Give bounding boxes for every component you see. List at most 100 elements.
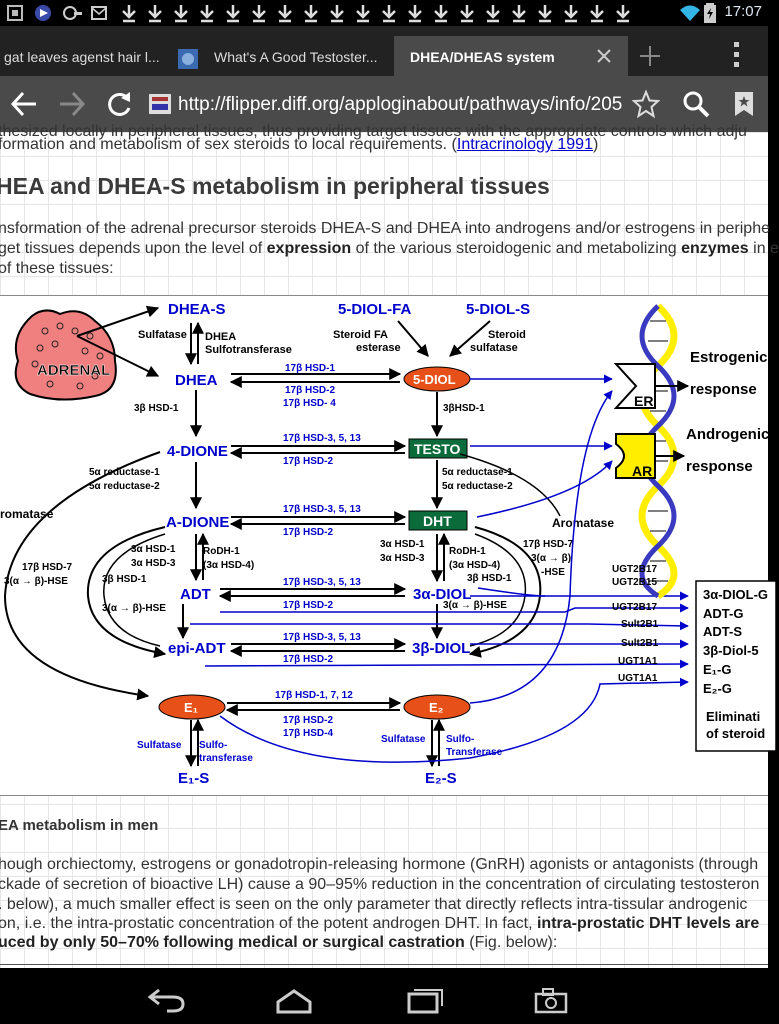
node-5-diol-fa: 5-DIOL-FA [338, 301, 411, 318]
label-ugt1a1-2: UGT1A1 [618, 673, 658, 684]
toolbar: http://flipper.diff.org/apploginabout/pa… [0, 76, 768, 132]
label-red1-right: 5α reductase-1 [442, 467, 513, 478]
download-icon [382, 5, 396, 23]
status-bar: 17:07 [0, 0, 768, 26]
download-icon [200, 5, 214, 23]
label-dhea-sulfo: DHEA [205, 331, 236, 343]
para1-line-2: get tissues depends upon the level of ex… [0, 240, 779, 257]
favicon-icon [178, 49, 198, 69]
label-out-e1-g: E₁-G [703, 662, 732, 677]
label-out-adt-g: ADT-G [703, 606, 743, 621]
label-hsd-e-4: 17β HSD-4 [283, 728, 333, 739]
bookmark-star-icon[interactable] [631, 89, 661, 119]
label-hsd-e-top: 17β HSD-1, 7, 12 [275, 690, 353, 701]
figure-border [0, 964, 768, 968]
label-hsd-dione-top: 17β HSD-3, 5, 13 [283, 433, 361, 444]
node-testo: TESTO [414, 441, 461, 457]
label-androgenic: Androgenic [686, 426, 769, 443]
pathway-diagram: ADRENAL DHEA-S 5-DIOL-FA 5-DIOL-S Sulfat… [0, 295, 777, 796]
download-icon [174, 5, 188, 23]
label-3b-hsd-right: 3βHSD-1 [443, 403, 485, 414]
label-hsd-dione-bot: 17β HSD-2 [283, 456, 333, 467]
label-hsd-epi-top: 17β HSD-3, 5, 13 [283, 632, 361, 643]
label-3b-hsd-left: 3β HSD-1 [134, 403, 179, 414]
download-icon [148, 5, 162, 23]
label-sulfatase-2: sulfatase [470, 342, 518, 354]
forward-icon[interactable] [57, 89, 87, 119]
new-tab-icon[interactable] [630, 36, 670, 76]
close-tab-icon[interactable] [596, 48, 612, 64]
search-icon[interactable] [682, 90, 710, 118]
download-icon-group [122, 5, 630, 23]
screenshot-icon[interactable] [534, 986, 568, 1016]
label-rodh-right-2: (3α HSD-4) [449, 560, 500, 571]
label-rodh-right: RoDH-1 [449, 546, 486, 557]
label-ar: AR [632, 463, 652, 479]
label-red2-right: 5α reductase-2 [442, 481, 513, 492]
download-icon [252, 5, 266, 23]
label-ugt2b17-2: UGT2B17 [612, 602, 657, 613]
para2-line-2: ckade of secretion of bioactive LH) caus… [0, 876, 760, 893]
download-icon [538, 5, 552, 23]
label-er: ER [634, 393, 653, 409]
label-out-e2-g: E₂-G [703, 681, 732, 696]
download-icon [564, 5, 578, 23]
label-ugt1a1: UGT1A1 [618, 656, 658, 667]
node-5-diol: 5-DIOL [413, 372, 456, 387]
intracrinology-link[interactable]: Intracrinology 1991 [456, 136, 593, 153]
label-transferase-e1: transferase [199, 753, 253, 764]
tab-bar: gat leaves agenst hair l... What's A Goo… [0, 26, 768, 76]
label-hse-right-2: -HSE [541, 567, 565, 578]
download-icon [278, 5, 292, 23]
para1-line-1: nsformation of the adrenal precursor ste… [0, 220, 770, 237]
download-icon [226, 5, 240, 23]
label-sulfo-e1: Sulfo- [199, 740, 227, 751]
label-hsd-dhea-2: 17β HSD-2 [285, 385, 335, 396]
navigation-bar [0, 968, 768, 1024]
bookmarks-icon[interactable] [732, 90, 756, 118]
label-hsd-e-2: 17β HSD-2 [283, 715, 333, 726]
download-icon [122, 5, 136, 23]
back-nav-icon[interactable] [147, 986, 187, 1016]
download-icon [330, 5, 344, 23]
para2-line-1: hough orchiectomy, estrogens or gonadotr… [0, 856, 759, 873]
para1-line-3: of these tissues: [0, 260, 114, 277]
download-icon [616, 5, 630, 23]
label-hsd-dhea-top: 17β HSD-1 [285, 363, 335, 374]
tab-hair[interactable]: gat leaves agenst hair l... [0, 36, 160, 76]
reload-icon[interactable] [106, 90, 134, 118]
label-transferase-e2: Transferase [446, 747, 503, 758]
label-of-steroids: of steroid [706, 726, 765, 741]
download-icon [590, 5, 604, 23]
clock: 17:07 [724, 3, 762, 20]
subsection-heading: EA metabolism in men [0, 817, 159, 834]
menu-icon[interactable] [726, 36, 746, 76]
download-icon [512, 5, 526, 23]
label-3a-hsd3-left: 3α HSD-3 [131, 558, 176, 569]
notification-icons [7, 5, 630, 23]
tab-dhea[interactable]: DHEA/DHEAS system [394, 36, 628, 76]
label-estrogenic-response: response [690, 381, 757, 398]
label-hse-right: 3(α → β) [531, 553, 571, 564]
label-3b-hsd1-left: 3β HSD-1 [102, 574, 147, 585]
tab-testosterone[interactable]: What's A Good Testoster... [170, 36, 385, 76]
label-out-adt-s: ADT-S [703, 624, 742, 639]
intro-line-1: thesized locally in peripheral tissues, … [0, 123, 747, 140]
androgen-receptor [615, 433, 656, 479]
home-nav-icon[interactable] [274, 988, 314, 1018]
label-dhea-sulfo-2: Sulfotransferase [205, 344, 292, 356]
label-rodh-left-2: (3α HSD-4) [203, 560, 254, 571]
url-field[interactable]: http://flipper.diff.org/apploginabout/pa… [178, 94, 623, 115]
node-dhea-s: DHEA-S [168, 301, 226, 318]
download-icon [408, 5, 422, 23]
site-favicon-icon [149, 94, 171, 114]
label-red1-left: 5α reductase-1 [89, 467, 160, 478]
node-e2-s: E₂-S [425, 770, 457, 787]
label-3b-hsd1-right: 3β HSD-1 [467, 573, 512, 584]
label-estrogenic: Estrogenic [690, 349, 768, 366]
label-hse-left: 3(α → β)-HSE [4, 576, 68, 587]
label-sult2b1-2: Sult2B1 [621, 638, 659, 649]
recent-apps-icon[interactable] [405, 986, 445, 1016]
back-icon[interactable] [9, 89, 39, 119]
label-hse-adt: 3(α → β)-HSE [102, 603, 166, 614]
